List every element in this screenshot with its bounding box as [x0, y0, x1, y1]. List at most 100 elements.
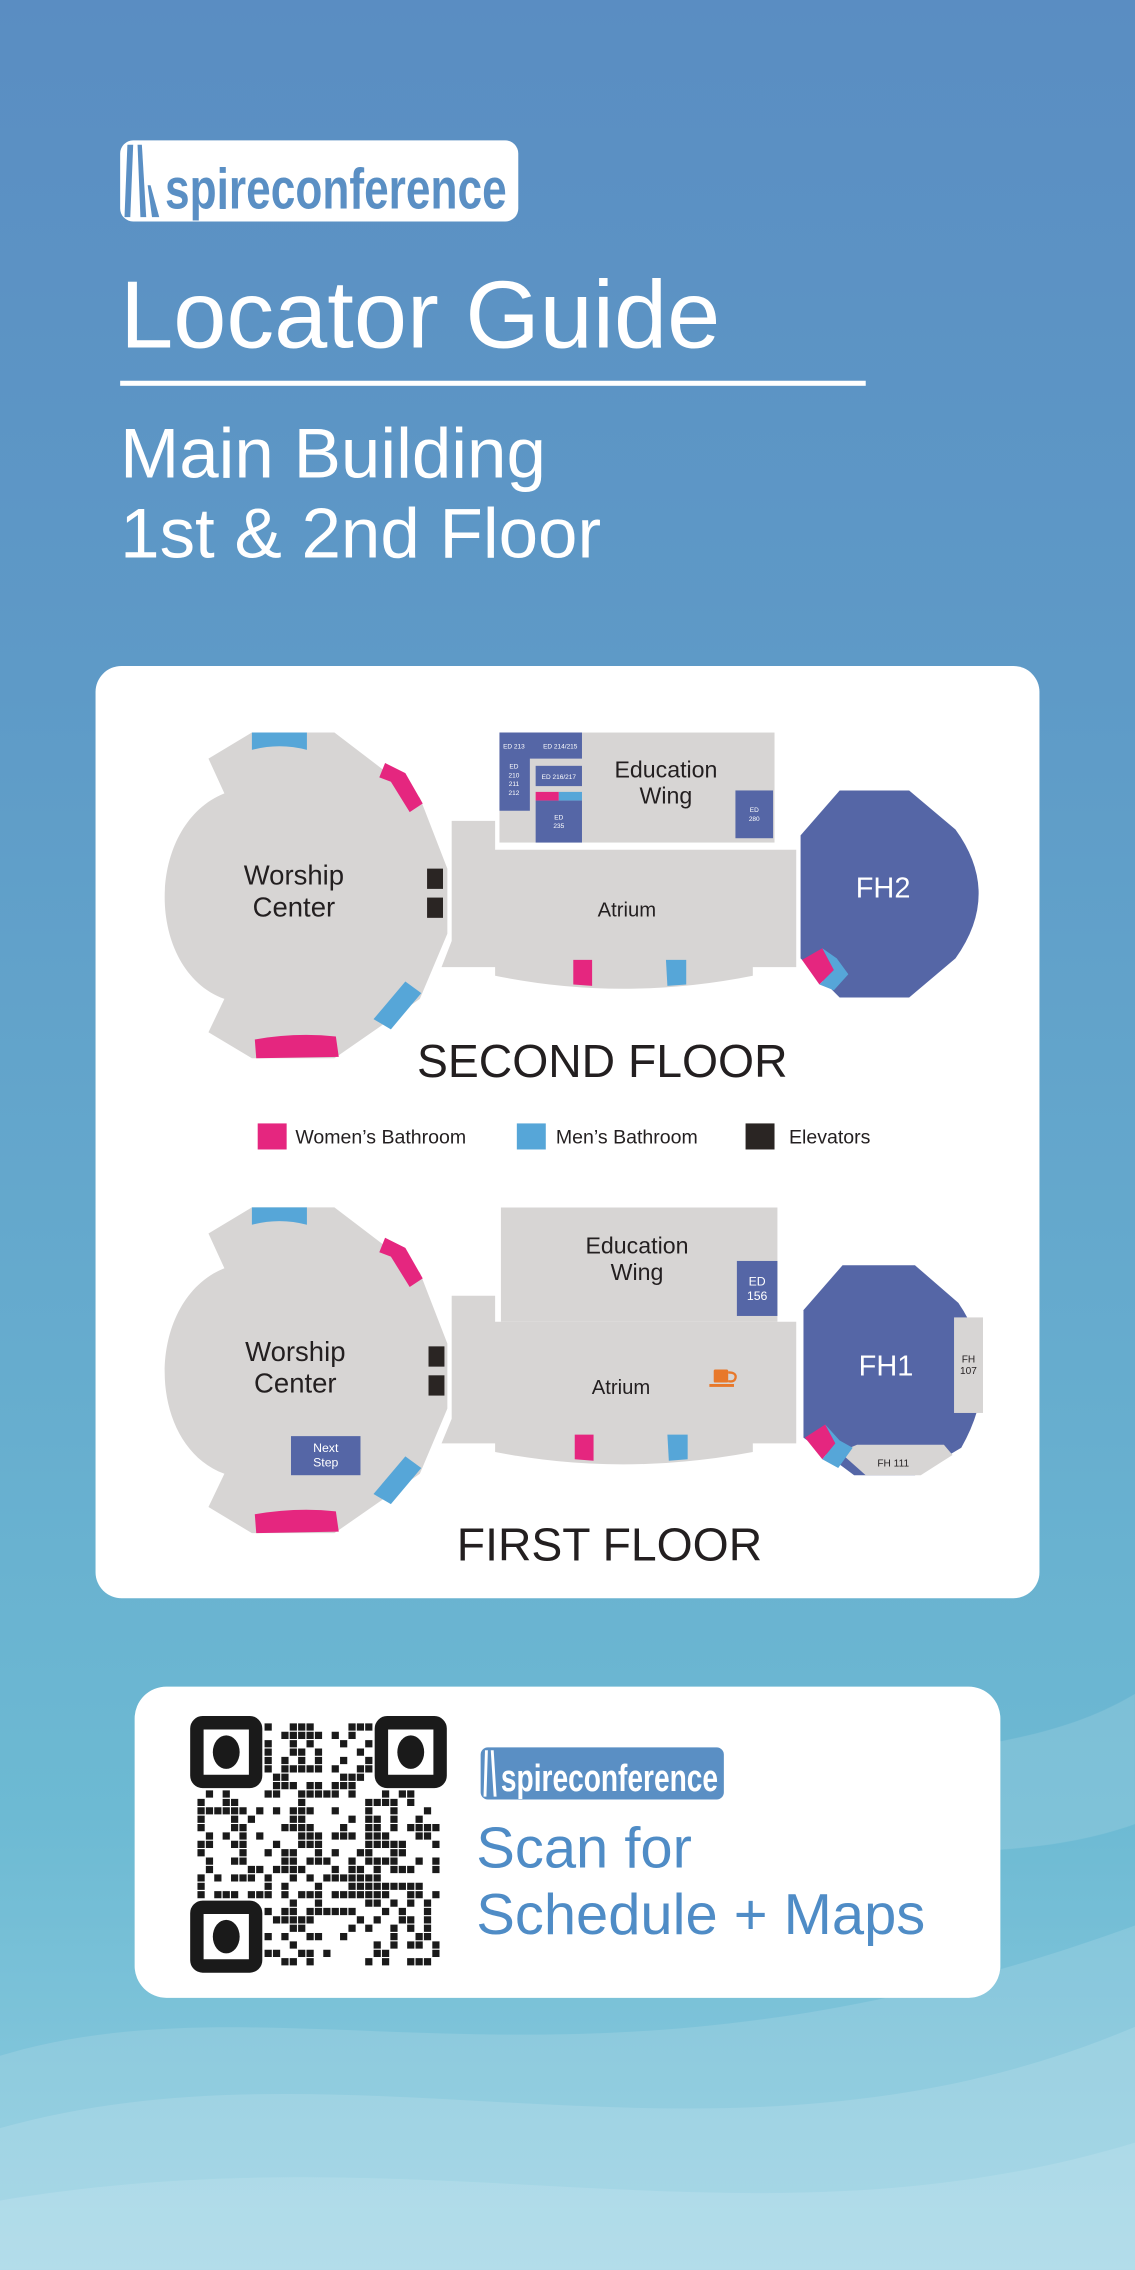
next-step-label: Step [313, 1456, 338, 1470]
room-label: ED [554, 814, 563, 821]
spire-icon [483, 1750, 497, 1797]
qr-card-logo: spireconference [480, 1747, 724, 1800]
womens-bathroom [254, 1509, 339, 1534]
elevator [428, 1346, 445, 1367]
legend-women: Women’s Bathroom [295, 1127, 466, 1149]
mens-bathroom [667, 1434, 688, 1461]
legend: Women’s Bathroom Men’s Bathroom Elevator… [257, 1123, 871, 1150]
qr-finder-pattern [374, 1716, 447, 1789]
room-fh-107 [954, 1317, 983, 1413]
qr-code[interactable] [190, 1716, 447, 1973]
mens-bathroom [373, 981, 422, 1030]
womens-bathroom [573, 959, 593, 986]
atrium-2[interactable]: Atrium [441, 820, 797, 989]
mens-bathroom [251, 1207, 307, 1225]
worship-center-label: Worship [245, 1336, 345, 1367]
room-label: 107 [960, 1366, 977, 1377]
background-waves [0, 1693, 1135, 2270]
mens-bathroom [251, 732, 307, 750]
first-floor-title: FIRST FLOOR [457, 1519, 762, 1571]
room-label: 156 [747, 1289, 768, 1303]
fh2-label: FH2 [856, 873, 911, 905]
second-floor-title: SECOND FLOOR [417, 1035, 788, 1087]
page-title: Locator Guide [120, 262, 720, 368]
room-ed-156 [736, 1260, 778, 1316]
room-label: 235 [553, 823, 564, 830]
education-wing-label: Education [585, 1233, 688, 1259]
mens-bathroom [822, 1424, 853, 1468]
brand-logo: spireconference [120, 140, 519, 222]
logo-text: spireconference [165, 157, 507, 221]
scan-line-2: Schedule + Maps [476, 1883, 925, 1947]
education-wing-label: Wing [640, 782, 693, 808]
mens-bathroom-swatch [516, 1123, 546, 1150]
room-label: ED [749, 1275, 766, 1289]
room-label: ED [509, 764, 518, 771]
atrium-label: Atrium [598, 899, 657, 921]
atrium-1[interactable]: Atrium [441, 1295, 797, 1465]
qr-card [134, 1686, 1001, 1998]
worship-center-label: Center [254, 1368, 337, 1399]
elevator [427, 897, 443, 918]
room-label: 212 [509, 790, 520, 797]
legend-elevators: Elevators [789, 1127, 871, 1149]
next-step-label: Next [313, 1441, 339, 1455]
mens-bathroom [558, 791, 582, 801]
atrium-label: Atrium [592, 1377, 651, 1399]
education-wing-label: Wing [611, 1259, 664, 1285]
room-label: ED 214/215 [543, 743, 578, 750]
qr-finder-pattern [190, 1900, 263, 1973]
worship-center-label: Worship [244, 860, 344, 891]
elevator [428, 1375, 445, 1396]
subtitle-line-1: Main Building [120, 415, 546, 494]
womens-bathroom [379, 1237, 423, 1288]
room-next-step [290, 1436, 361, 1476]
room-ed-213-215 [499, 732, 582, 811]
womens-bathroom [804, 1424, 836, 1460]
womens-bathroom [535, 791, 559, 801]
room-label: ED 213 [503, 743, 525, 750]
fellowship-hall-2[interactable]: FH2 [800, 790, 979, 998]
spire-icon [124, 144, 160, 218]
womens-bathroom [254, 1034, 339, 1059]
room-label: 210 [509, 772, 520, 779]
womens-bathroom [802, 948, 834, 985]
legend-men: Men’s Bathroom [556, 1127, 698, 1149]
room-ed-216-217 [535, 765, 582, 787]
scan-line-1: Scan for [476, 1817, 692, 1881]
room-ed-235 [535, 800, 582, 843]
qr-finder-pattern [190, 1716, 263, 1789]
elevator [427, 868, 443, 889]
room-label: ED 216/217 [542, 774, 577, 781]
room-label: ED [750, 807, 759, 814]
womens-bathroom [574, 1434, 594, 1461]
room-label: FH [962, 1354, 976, 1365]
room-label: FH 111 [877, 1459, 909, 1470]
womens-bathroom [379, 762, 423, 813]
subtitle-line-2: 1st & 2nd Floor [120, 494, 601, 573]
elevators-swatch [745, 1123, 775, 1150]
room-label: 211 [509, 781, 520, 788]
womens-bathroom-swatch [257, 1123, 287, 1150]
title-divider [120, 380, 866, 386]
mens-bathroom [373, 1456, 422, 1505]
room-ed-280 [735, 790, 774, 839]
worship-center-label: Center [253, 891, 336, 922]
